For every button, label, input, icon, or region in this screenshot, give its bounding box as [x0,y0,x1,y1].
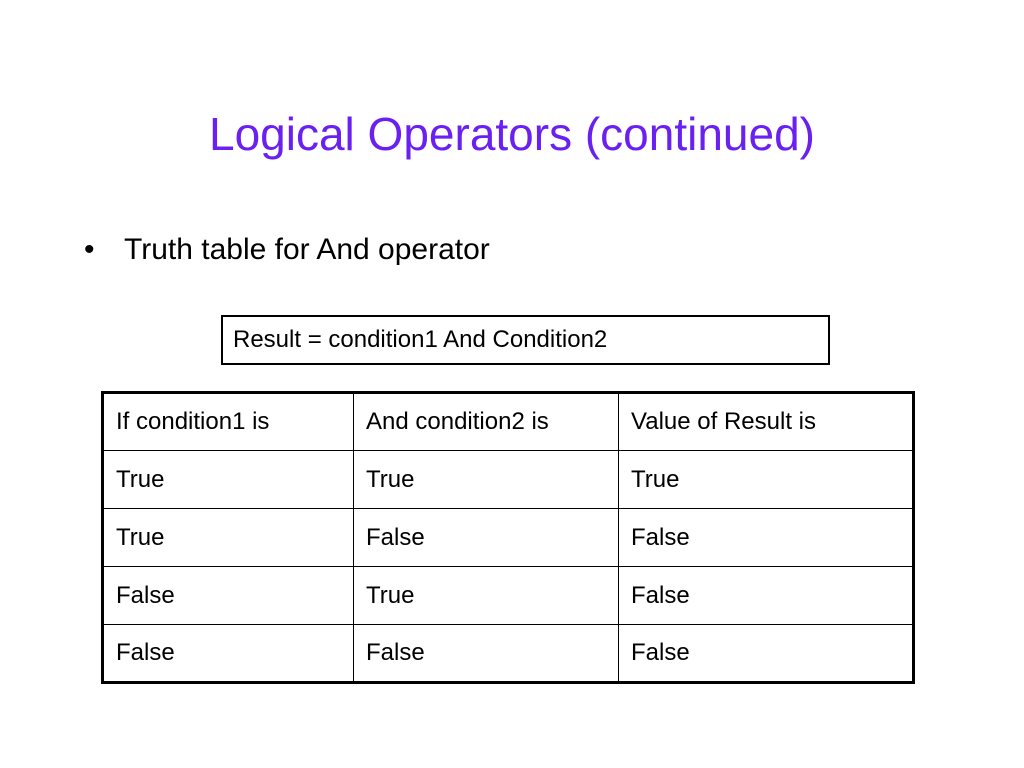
table-row: False False False [102,624,914,683]
table-cell: True [102,450,354,509]
bullet-item: • Truth table for And operator [84,230,490,270]
formula-box: Result = condition1 And Condition2 [221,315,830,365]
table-cell: True [618,450,914,509]
truth-table: If condition1 is And condition2 is Value… [101,391,915,684]
table-cell: False [618,566,914,625]
table-cell: True [102,508,354,567]
bullet-text: Truth table for And operator [124,233,490,266]
slide-title: Logical Operators (continued) [209,108,815,160]
bullet-icon: • [84,233,95,266]
table-cell: True [353,450,619,509]
header-cell: And condition2 is [353,392,619,451]
table-row: False True False [102,566,914,625]
table-cell: False [353,508,619,567]
header-cell: If condition1 is [102,392,354,451]
table-cell: False [618,624,914,683]
table-cell: False [618,508,914,567]
table-row: True False False [102,508,914,567]
table-cell: True [353,566,619,625]
header-cell: Value of Result is [618,392,914,451]
table-cell: False [353,624,619,683]
table-cell: False [102,566,354,625]
table-cell: False [102,624,354,683]
table-row: True True True [102,450,914,509]
table-header-row: If condition1 is And condition2 is Value… [102,392,914,451]
